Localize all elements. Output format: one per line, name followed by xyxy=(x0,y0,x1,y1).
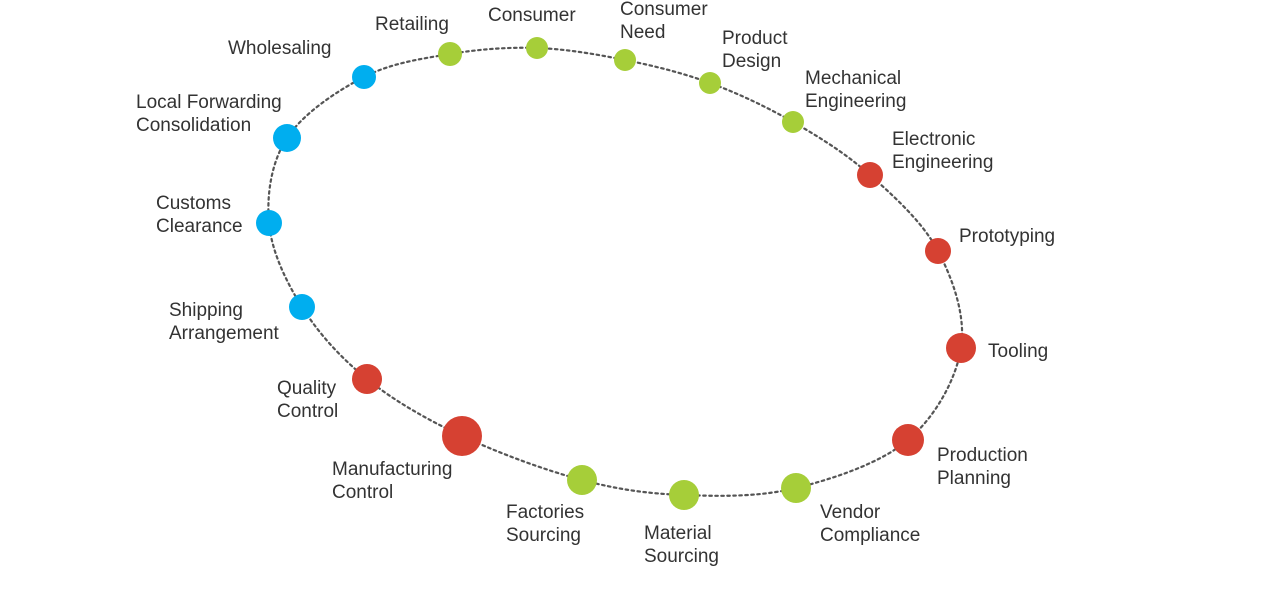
label-line: Arrangement xyxy=(169,323,279,344)
label-quality-control: Quality Control xyxy=(277,377,338,423)
node-dot-prototyping xyxy=(925,238,951,264)
label-material-sourcing: Material Sourcing xyxy=(644,522,719,568)
label-retailing: Retailing xyxy=(375,13,449,36)
node-dot-vendor-compliance xyxy=(781,473,811,503)
label-line: Control xyxy=(332,482,394,503)
label-consumer-need: Consumer Need xyxy=(620,0,708,44)
label-line: Local Forwarding xyxy=(136,92,282,113)
node-dots xyxy=(256,37,976,510)
node-dot-wholesaling xyxy=(352,65,376,89)
label-line: Compliance xyxy=(820,525,921,546)
node-dot-material-sourcing xyxy=(669,480,699,510)
label-line: Electronic xyxy=(892,129,976,150)
node-dot-production-planning xyxy=(892,424,924,456)
label-line: Control xyxy=(277,401,339,422)
label-line: Engineering xyxy=(805,91,907,112)
label-line: Factories xyxy=(506,502,585,523)
label-line: Prototyping xyxy=(959,226,1056,247)
label-line: Clearance xyxy=(156,216,243,237)
label-tooling: Tooling xyxy=(988,340,1048,363)
label-product-design: Product Design xyxy=(722,27,787,73)
node-dot-shipping-arrangement xyxy=(289,294,315,320)
label-electronic-engineering: Electronic Engineering xyxy=(892,128,993,174)
node-dot-factories-sourcing xyxy=(567,465,597,495)
label-line: Shipping xyxy=(169,300,243,321)
label-line: Engineering xyxy=(892,152,994,173)
node-dot-customs-clearance xyxy=(256,210,282,236)
cycle-ring xyxy=(267,46,964,497)
label-line: Consumer xyxy=(488,5,576,26)
label-consumer: Consumer xyxy=(488,4,576,27)
label-mechanical-engineering: Mechanical Engineering xyxy=(805,67,906,113)
node-dot-mechanical-engineering xyxy=(782,111,804,133)
label-line: Design xyxy=(722,51,782,72)
node-dot-local-forwarding-consolidation xyxy=(273,124,301,152)
label-line: Consumer xyxy=(620,0,708,20)
label-shipping-arrangement: Shipping Arrangement xyxy=(169,299,279,345)
label-prototyping: Prototyping xyxy=(959,225,1055,248)
label-manufacturing-control: Manufacturing Control xyxy=(332,458,452,504)
label-wholesaling: Wholesaling xyxy=(228,37,332,60)
label-line: Production xyxy=(937,445,1028,466)
node-dot-electronic-engineering xyxy=(857,162,883,188)
label-line: Manufacturing xyxy=(332,459,453,480)
label-line: Need xyxy=(620,22,666,43)
label-line: Sourcing xyxy=(506,525,581,546)
label-line: Vendor xyxy=(820,502,881,523)
label-line: Wholesaling xyxy=(228,38,332,59)
label-line: Sourcing xyxy=(644,546,719,567)
node-dot-tooling xyxy=(946,333,976,363)
label-line: Material xyxy=(644,523,712,544)
node-dot-retailing xyxy=(438,42,462,66)
label-line: Customs xyxy=(156,193,231,214)
label-line: Planning xyxy=(937,468,1011,489)
node-dot-quality-control xyxy=(352,364,382,394)
label-customs-clearance: Customs Clearance xyxy=(156,192,243,238)
node-dot-manufacturing-control xyxy=(442,416,482,456)
label-line: Mechanical xyxy=(805,68,902,89)
label-local-forwarding-consolidation: Local Forwarding Consolidation xyxy=(136,91,282,137)
node-dot-consumer xyxy=(526,37,548,59)
label-vendor-compliance: Vendor Compliance xyxy=(820,501,920,547)
label-line: Quality xyxy=(277,378,337,399)
node-dot-product-design xyxy=(699,72,721,94)
label-line: Product xyxy=(722,28,788,49)
label-factories-sourcing: Factories Sourcing xyxy=(506,501,584,547)
node-dot-consumer-need xyxy=(614,49,636,71)
label-line: Tooling xyxy=(988,341,1049,362)
label-line: Retailing xyxy=(375,14,449,35)
label-line: Consolidation xyxy=(136,115,252,136)
label-production-planning: Production Planning xyxy=(937,444,1028,490)
